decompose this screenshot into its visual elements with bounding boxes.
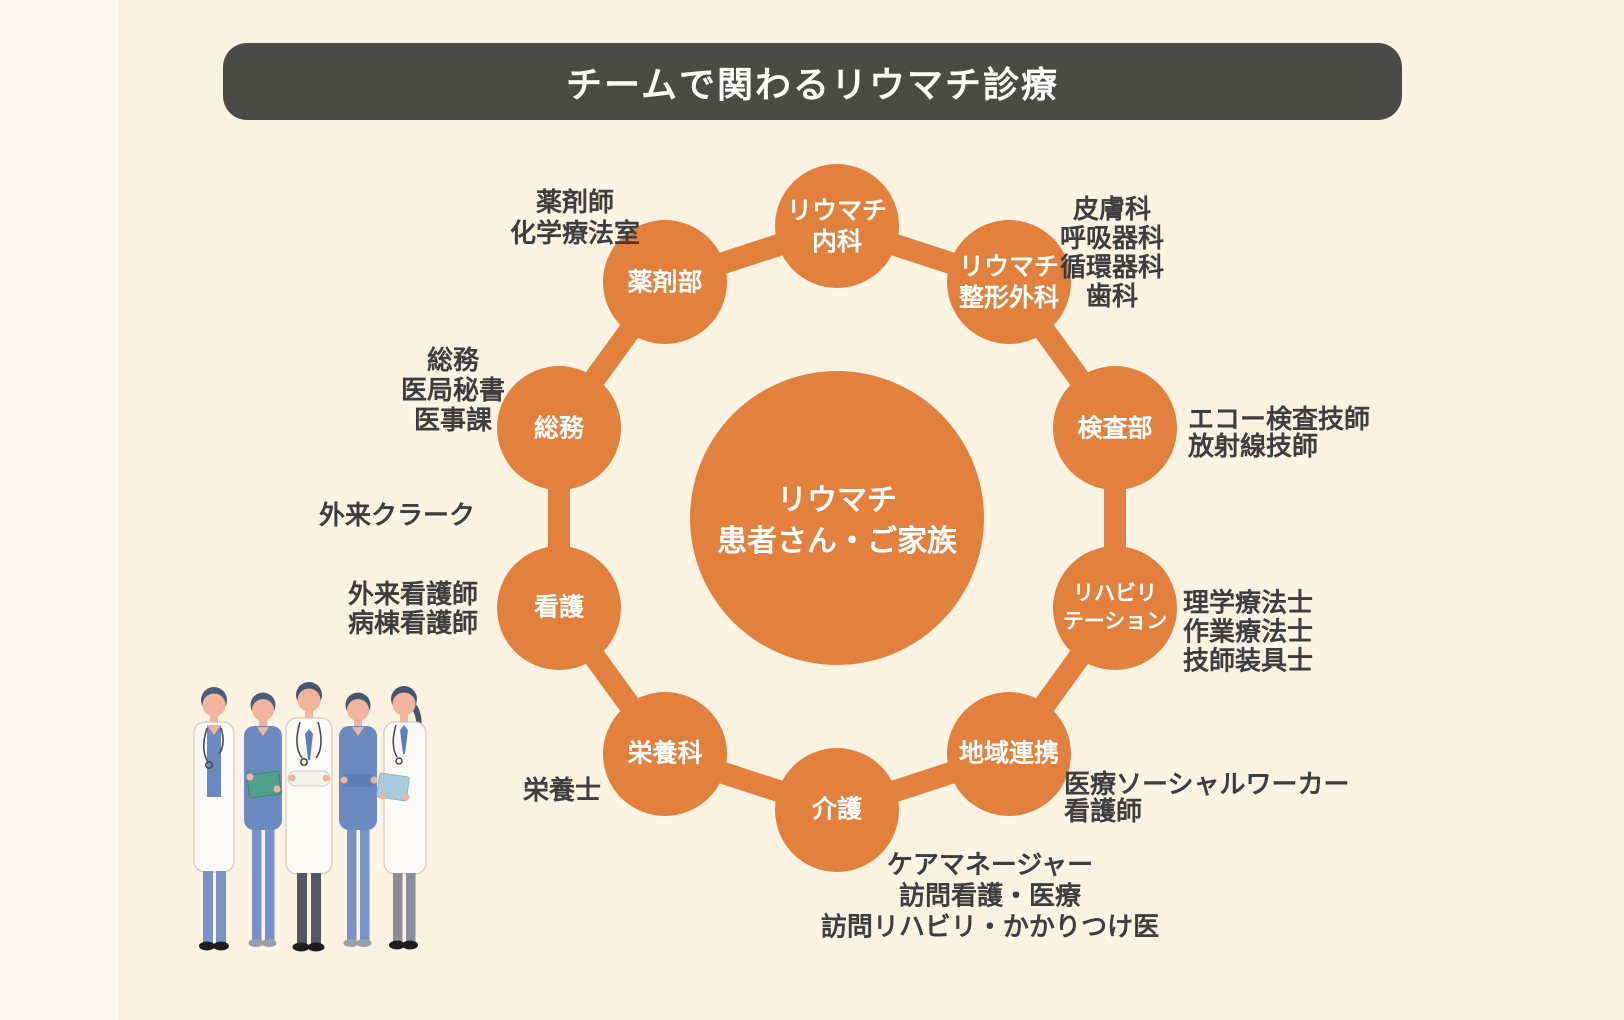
doctor-figure-2 — [285, 682, 333, 952]
nurse-figure-1 — [244, 692, 282, 947]
node-circle-rehabilitation-department — [1053, 546, 1177, 670]
node-label-community-liaison: 地域連携 — [958, 739, 1060, 768]
node-label-general-affairs: 総務 — [533, 414, 585, 443]
nurse-figure-2 — [339, 692, 378, 947]
page-title: チームで関わるリウマチ診療 — [566, 63, 1059, 105]
center-circle-label: リウマチ 患者さん・ご家族 — [717, 484, 957, 558]
label-community-staff: 医療ソーシャルワーカー 看護師 — [1064, 769, 1350, 826]
node-circle-nutrition-department — [603, 692, 727, 816]
left-margin-strip — [0, 0, 118, 1020]
node-label-laboratory-department: 検査部 — [1077, 414, 1153, 443]
label-lab-technicians: エコー検査技師 放射線技師 — [1188, 404, 1371, 461]
doctor-figure-1 — [193, 687, 235, 951]
label-rehab-therapists: 理学療法士 作業療法士 技師装具士 — [1182, 587, 1314, 676]
node-label-rehabilitation-department: リハビリ テーション — [1062, 582, 1168, 633]
node-circle-pharmacy-department — [603, 220, 727, 344]
label-pharmacy-staff: 薬剤師 化学療法室 — [509, 187, 641, 248]
node-circle-nursing-department — [497, 546, 621, 670]
label-home-care-staff: ケアマネージャー 訪問看護・医療 訪問リハビリ・かかりつけ医 — [820, 849, 1160, 942]
node-circle-general-affairs — [497, 366, 621, 490]
center-circle — [690, 371, 984, 665]
doctor-figure-3 — [376, 686, 427, 950]
label-dietitian: 栄養士 — [522, 775, 602, 805]
node-label-rheumatology-internal-medicine: リウマチ 内科 — [786, 197, 888, 256]
node-label-nursing-department: 看護 — [533, 593, 585, 622]
node-label-rheumatology-orthopedics: リウマチ 整形外科 — [958, 253, 1060, 312]
label-outpatient-clerk: 外来クラーク — [318, 500, 476, 530]
node-circle-rheumatology-orthopedics — [947, 220, 1071, 344]
medical-team-illustration — [193, 682, 427, 952]
node-circle-nursing-care — [775, 748, 899, 872]
node-label-pharmacy-department: 薬剤部 — [627, 268, 703, 297]
node-circle-rheumatology-internal-medicine — [775, 164, 899, 288]
label-nursing-staff: 外来看護師 病棟看護師 — [347, 579, 479, 638]
node-label-nursing-care: 介護 — [811, 795, 863, 824]
label-related-departments: 皮膚科 呼吸器科 循環器科 歯科 — [1059, 194, 1165, 311]
node-circle-community-liaison — [947, 692, 1071, 816]
node-label-nutrition-department: 栄養科 — [627, 739, 703, 768]
node-circle-laboratory-department — [1053, 366, 1177, 490]
title-banner: チームで関わるリウマチ診療 — [223, 43, 1402, 120]
label-general-affairs-staff: 総務 医局秘書 医事課 — [400, 345, 506, 435]
